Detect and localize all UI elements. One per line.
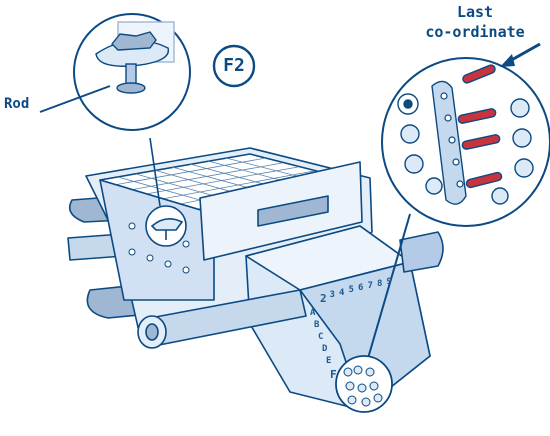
handset-magnifier [335,355,393,413]
rod-leader [39,85,111,113]
rod-label: Rod [4,96,30,112]
row-letter: D [322,344,328,354]
peg-magnifier [381,57,550,227]
peg-last [462,64,496,84]
peg-leader [363,213,411,373]
column-number: 3 [329,289,335,300]
column-number: 4 [339,287,345,298]
rod-right [399,231,444,273]
last-coordinate-label: Last co-ordinate [410,2,540,42]
row-letter: B [314,320,320,330]
last-arrow [507,42,541,64]
handset-front [299,261,431,411]
last-coordinate-line2: co-ordinate [425,23,525,41]
column-number: 7 [367,281,373,291]
figure-label: F2 [223,55,245,76]
display-slot [257,195,329,227]
column-number: 2 [320,292,327,305]
row-letter: C [318,332,324,342]
row-letter: F [330,368,337,381]
rod-magnifier [73,13,191,131]
row-letter: E [326,356,332,366]
column-number: 8 [377,278,383,289]
column-number: 6 [358,283,364,294]
figure-badge [212,44,256,88]
board-peg-detail [145,205,187,247]
column-number: 9 [386,276,392,287]
detail-leader [149,137,161,207]
column-number: 5 [348,285,354,296]
last-coordinate-line1: Last [456,3,494,21]
row-letter: A [310,308,316,318]
